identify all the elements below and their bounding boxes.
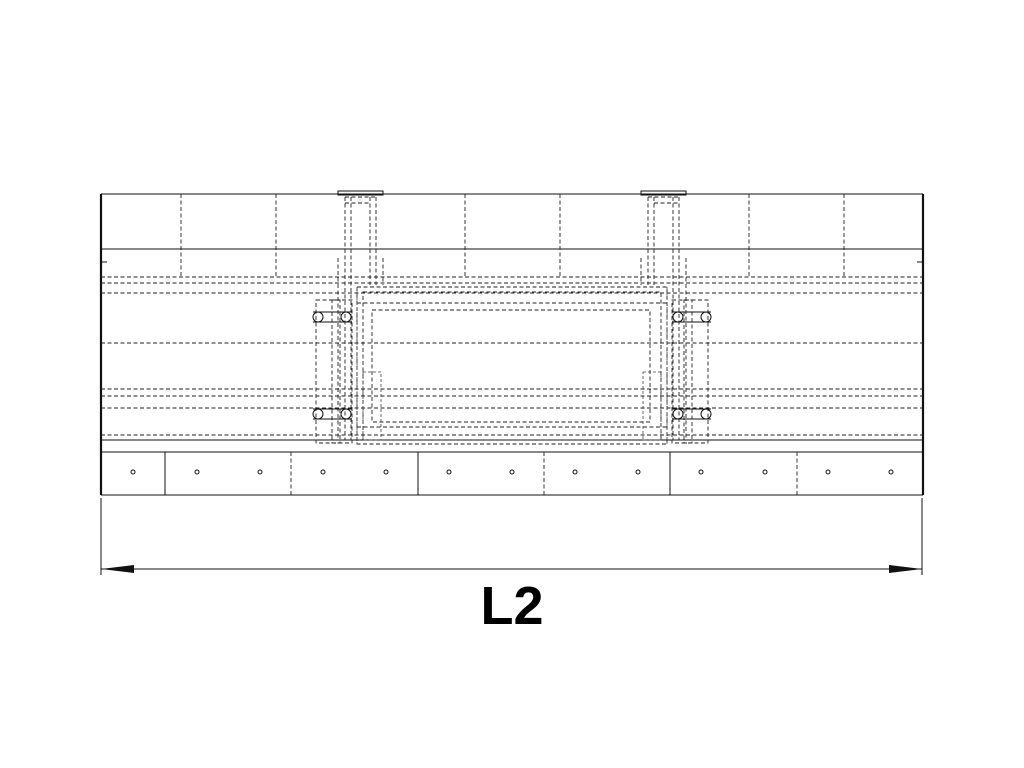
right-pin-assembly (671, 299, 712, 444)
right-bracket (640, 190, 687, 440)
hitch-frame (356, 286, 668, 445)
bucket-outline (99, 193, 925, 496)
dimension-line (100, 498, 923, 575)
bolt-holes (130, 469, 894, 475)
left-bracket (337, 190, 384, 440)
dimension-arrow-left (101, 565, 134, 573)
hidden-horizontal-lines (101, 276, 923, 436)
dimension-label: L2 (480, 576, 544, 636)
left-pin-assembly (312, 299, 353, 444)
dimension-arrow-right (889, 565, 922, 573)
top-rib-lines (180, 194, 845, 277)
cutting-edge-segments (164, 452, 798, 495)
